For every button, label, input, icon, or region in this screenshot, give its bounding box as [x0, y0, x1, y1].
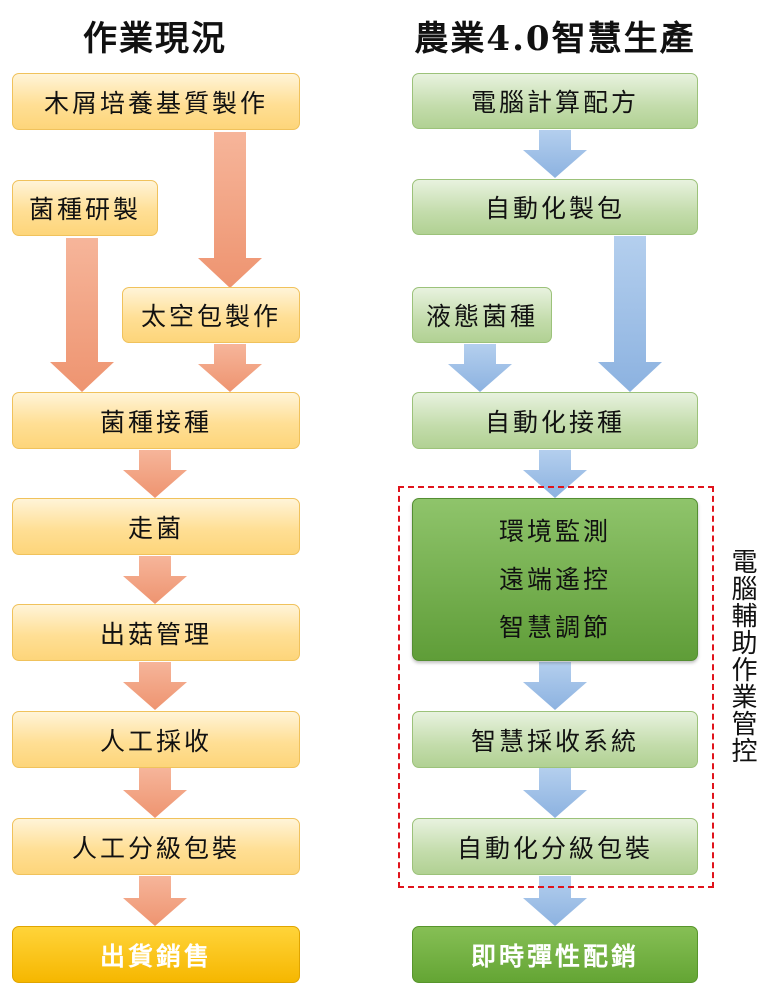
step-realtime-distribution: 即時彈性配銷 [412, 926, 698, 983]
step-formula-calculation: 電腦計算配方 [412, 73, 698, 129]
right-column-title: 農業4.0智慧生產 [414, 19, 696, 59]
left-column-title: 作業現況 [83, 19, 227, 59]
arrow-packing-to-distribution [523, 876, 587, 926]
step-shipping-sales: 出貨銷售 [12, 926, 300, 983]
step-fruiting-management: 出菇管理 [12, 604, 300, 661]
step-spawn-running: 走菌 [12, 498, 300, 555]
arrow-liquid-to-inoculation [448, 344, 512, 392]
arrow-env-to-harvest [523, 662, 587, 710]
step-manual-harvest: 人工採收 [12, 711, 300, 768]
step-liquid-strain: 液態菌種 [412, 287, 552, 343]
arrow-spawn-to-fruiting [123, 556, 187, 604]
step-strain-development: 菌種研製 [12, 180, 158, 236]
arrow-substrate-to-bag [198, 132, 262, 288]
env-line-smart-adjustment: 智慧調節 [498, 612, 611, 642]
step-manual-packing: 人工分級包裝 [12, 818, 300, 875]
step-bag-making: 太空包製作 [122, 287, 300, 343]
arrow-formula-to-bagging [523, 130, 587, 178]
arrow-bagging-to-inoculation [598, 236, 662, 392]
arrow-strain-to-inoculation [50, 238, 114, 392]
arrow-fruiting-to-harvest [123, 662, 187, 710]
arrow-harvest-to-packing [123, 768, 187, 818]
env-line-remote-control: 遠端遙控 [498, 564, 611, 594]
step-environment-control: 環境監測 遠端遙控 智慧調節 [412, 498, 698, 661]
step-auto-bagging: 自動化製包 [412, 179, 698, 235]
step-auto-inoculation: 自動化接種 [412, 392, 698, 449]
env-line-monitoring: 環境監測 [498, 516, 611, 546]
step-substrate-making: 木屑培養基質製作 [12, 73, 300, 130]
step-inoculation: 菌種接種 [12, 392, 300, 449]
arrow-bag-to-inoculation [198, 344, 262, 392]
computer-assisted-control-label: 電腦輔助作業管控 [727, 548, 757, 764]
step-smart-harvest-system: 智慧採收系統 [412, 711, 698, 768]
step-auto-packing: 自動化分級包裝 [412, 818, 698, 875]
arrow-inoculation-to-env [523, 450, 587, 498]
computer-assisted-control-frame [398, 486, 714, 888]
arrow-inoculation-to-spawn [123, 450, 187, 498]
arrow-harvest-to-packing-right [523, 768, 587, 818]
arrow-packing-to-sales [123, 876, 187, 926]
